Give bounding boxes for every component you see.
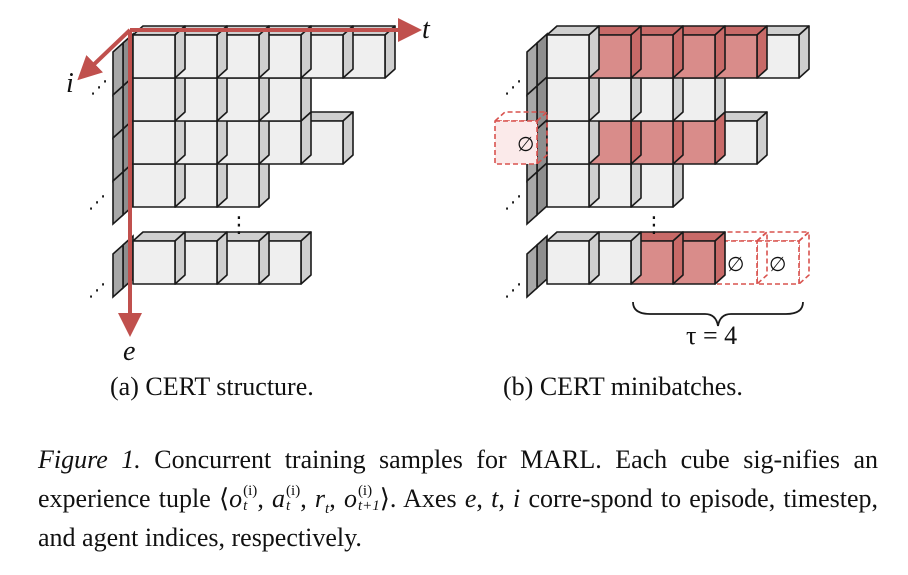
cube-side-face (258, 25, 270, 79)
cube-side-face (714, 231, 726, 285)
caption-math-a: a (272, 484, 286, 513)
cube-side-face (258, 231, 270, 285)
cube-front-face (546, 240, 590, 285)
empty-symbol: ∅ (727, 252, 744, 276)
panel-a-cert-structure: ⋮ ⋰ ⋰ ⋰ (88, 25, 396, 301)
cube-side-face (672, 25, 684, 79)
cert-figure: ⋮ ⋰ ⋰ ⋰ ∅ ∅ ∅ ⋮ ⋰ ⋰ ⋰ t i e τ = 4 (66, 14, 810, 367)
cube-side-face (342, 25, 354, 79)
caption-sup-i-3: (i) (357, 483, 373, 500)
panel-b-caption: (b) CERT minibatches. (503, 372, 743, 401)
caption-sup-i-2: (i) (286, 483, 301, 500)
tau-brace (632, 301, 804, 327)
empty-symbol: ∅ (769, 252, 786, 276)
panel-b-cert-minibatches: ∅ ∅ ∅ ⋮ ⋰ ⋰ ⋰ (494, 25, 810, 327)
caption-axis-i: i (513, 484, 521, 513)
experience-cube (132, 68, 186, 122)
caption-text-3: corre-spond to episode, timestep, and ag… (38, 484, 879, 552)
diagonal-ellipsis: ⋰ (88, 192, 106, 213)
axis-label-t: t (422, 14, 431, 45)
caption-axis-t: t (491, 484, 499, 513)
caption-text-2: ⟩. Axes (379, 484, 457, 513)
cube-side-face (588, 231, 600, 285)
cube-side-face (756, 111, 768, 165)
cube-side-face (216, 231, 228, 285)
cube-side-face (300, 231, 312, 285)
tau-label: τ = 4 (686, 321, 737, 350)
empty-symbol: ∅ (517, 132, 534, 156)
diagonal-ellipsis: ⋰ (504, 192, 522, 213)
cube-side-face (798, 25, 810, 79)
axis-i-arrow (77, 28, 132, 81)
cube-front-face (132, 34, 176, 79)
cube-front-face (546, 120, 590, 165)
cube-side-face (630, 25, 642, 79)
cube-front-face (132, 120, 176, 165)
vertical-ellipsis: ⋮ (228, 213, 250, 238)
cube-front-face (494, 120, 538, 165)
experience-cube (546, 25, 600, 79)
vertical-ellipsis: ⋮ (643, 213, 665, 238)
axis-label-i: i (66, 68, 74, 99)
cube-front-face (132, 77, 176, 122)
caption-sub-t1: t+1 (357, 498, 380, 515)
caption-axis-e: e (464, 484, 477, 513)
cube-side-face (756, 25, 768, 79)
axis-label-e: e (123, 336, 135, 367)
agent-depth-face (112, 243, 124, 299)
cube-side-face (342, 111, 354, 165)
cube-side-face (174, 25, 186, 79)
caption-sub-t-2: t (286, 498, 291, 515)
caption-sup-i-1: (i) (243, 483, 258, 500)
figure-label: Figure 1. (38, 445, 141, 474)
cube-side-face (714, 25, 726, 79)
cube-side-face (798, 231, 810, 285)
cube-side-face (384, 25, 396, 79)
caption-sub-t-1: t (243, 498, 248, 515)
padding-cube (494, 111, 548, 165)
panel-a-caption: (a) CERT structure. (110, 372, 314, 401)
axes-group (77, 18, 422, 337)
agent-depth-face (526, 243, 538, 299)
cube-side-face (630, 231, 642, 285)
cube-front-face (546, 77, 590, 122)
agent-depth-face (526, 170, 538, 226)
diagram-labels: t i e τ = 4 (66, 14, 737, 367)
experience-cube (546, 231, 600, 285)
experience-cube (132, 25, 186, 79)
cube-side-face (300, 25, 312, 79)
caption-math-o: o (229, 484, 243, 513)
cube-side-face (588, 25, 600, 79)
diagonal-ellipsis: ⋰ (88, 280, 106, 301)
experience-cube (132, 231, 186, 285)
cube-side-face (672, 231, 684, 285)
diagonal-ellipsis: ⋰ (504, 280, 522, 301)
caption-math-r: r (314, 484, 326, 513)
experience-cube (258, 231, 312, 285)
caption-sub-t-3: t (325, 501, 330, 518)
cube-front-face (546, 34, 590, 79)
caption-text-1: Concurrent training samples for MARL. Ea… (38, 445, 878, 513)
agent-depth-face (536, 161, 548, 217)
cube-front-face (132, 240, 176, 285)
cube-side-face (216, 25, 228, 79)
cube-side-face (174, 231, 186, 285)
agent-depth-face (112, 170, 124, 226)
diagonal-ellipsis: ⋰ (90, 77, 108, 98)
caption-math-o2: o (343, 484, 357, 513)
cube-front-face (132, 163, 176, 208)
diagonal-ellipsis: ⋰ (504, 77, 522, 98)
agent-depth-face (536, 234, 548, 290)
figure-caption: Figure 1. Concurrent training samples fo… (38, 445, 879, 552)
cube-front-face (546, 163, 590, 208)
